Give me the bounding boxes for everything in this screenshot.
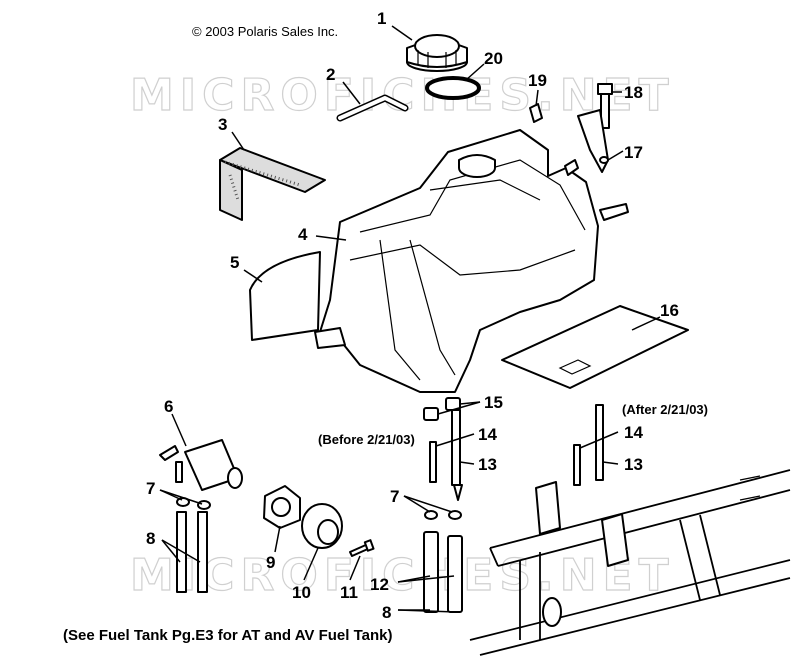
callout-4: 4	[298, 225, 308, 244]
callout-1: 1	[377, 9, 386, 28]
leader-lines	[159, 25, 661, 613]
tank-mat[interactable]	[501, 305, 689, 389]
callout-16: 16	[660, 301, 679, 320]
callout-19: 19	[528, 71, 547, 90]
foam-pad[interactable]	[219, 147, 326, 221]
callout-11: 11	[340, 583, 358, 602]
note-after: (After 2/21/03)	[622, 402, 708, 417]
screw[interactable]	[349, 539, 375, 557]
callout-3: 3	[218, 115, 227, 134]
hose-clamps-center[interactable]	[424, 510, 462, 520]
callout-8b: 8	[382, 603, 391, 622]
fuel-valve[interactable]	[159, 439, 243, 491]
fuel-cap[interactable]	[406, 34, 468, 72]
callout-17: 17	[624, 143, 643, 162]
spacers[interactable]	[423, 531, 463, 613]
locknut[interactable]	[263, 485, 301, 529]
mounting-bracket[interactable]	[577, 109, 609, 173]
callout-14a: 14	[478, 425, 497, 444]
callout-7a: 7	[146, 479, 155, 498]
o-ring[interactable]	[425, 76, 481, 100]
copyright-text: © 2003 Polaris Sales Inc.	[192, 24, 339, 39]
callout-13a: 13	[478, 455, 497, 474]
mount-pins-after[interactable]	[573, 404, 604, 486]
callout-10: 10	[292, 583, 311, 602]
vent-hose[interactable]	[336, 94, 409, 122]
callout-13b: 13	[624, 455, 643, 474]
callout-18: 18	[624, 83, 643, 102]
callout-labels: 1 20 2 19 18 3 17 4 5 16 15 6 14 14 13 1…	[146, 9, 679, 622]
callout-15: 15	[484, 393, 503, 412]
mount-pins-before[interactable]	[429, 409, 463, 501]
vehicle-frame	[469, 469, 791, 656]
valve-knob[interactable]	[301, 503, 343, 549]
callout-12: 12	[370, 575, 389, 594]
callout-8a: 8	[146, 529, 155, 548]
callout-7b: 7	[390, 487, 399, 506]
callout-6: 6	[164, 397, 173, 416]
watermark-bottom: MICROFICHES.NET	[129, 549, 675, 601]
fuel-tank[interactable]	[314, 129, 629, 393]
callout-5: 5	[230, 253, 239, 272]
callout-9: 9	[266, 553, 275, 572]
note-before: (Before 2/21/03)	[318, 432, 415, 447]
vent-fitting[interactable]	[529, 103, 543, 123]
callout-14b: 14	[624, 423, 643, 442]
heat-shield[interactable]	[249, 251, 321, 341]
watermark-top: MICROFICHES.NET	[129, 69, 675, 121]
callout-2: 2	[326, 65, 335, 84]
footer-note: (See Fuel Tank Pg.E3 for AT and AV Fuel …	[63, 627, 393, 644]
callout-20: 20	[484, 49, 503, 68]
